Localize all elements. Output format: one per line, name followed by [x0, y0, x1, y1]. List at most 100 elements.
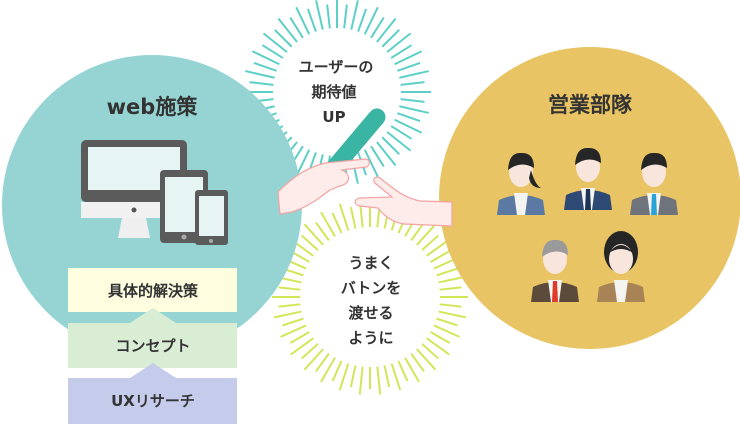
- burst-ray: [363, 149, 379, 178]
- person-icon: [497, 152, 545, 215]
- burst-ray: [436, 267, 458, 277]
- burst-ray: [394, 118, 423, 134]
- burst-ray: [438, 310, 467, 319]
- burst-ray: [394, 50, 423, 66]
- receiving-hand-icon: [354, 176, 453, 227]
- burst-ray: [315, 221, 330, 241]
- burst-ray: [376, 141, 397, 167]
- burst-ray: [416, 348, 437, 371]
- burst-ray: [421, 234, 440, 251]
- burst-ray: [261, 44, 284, 59]
- burst-ray: [358, 366, 364, 395]
- burst-ray: [381, 29, 400, 48]
- box-ux-research: [68, 363, 237, 424]
- burst-ray: [436, 317, 458, 327]
- stack-label-solution: 具体的解決策: [108, 282, 199, 300]
- burst-ray: [300, 234, 319, 251]
- burst-ray: [277, 17, 298, 43]
- passing-hand-icon: [277, 158, 370, 215]
- burst-ray: [306, 8, 317, 32]
- burst-ray: [370, 16, 385, 39]
- burst-ray: [280, 324, 307, 338]
- burst-ray: [383, 365, 391, 388]
- burst-ray: [245, 70, 275, 79]
- burst-ray: [399, 70, 429, 79]
- burst-ray: [326, 4, 331, 29]
- stack-label-ux-research: UXリサーチ: [111, 392, 195, 410]
- burst-ray: [421, 343, 440, 360]
- burst-bottom-line-2: バトンを: [341, 279, 401, 297]
- burst-ray: [274, 29, 293, 48]
- burst-ray: [410, 353, 425, 373]
- burst-ray: [320, 211, 336, 237]
- burst-ray: [253, 61, 277, 72]
- person-icon: [630, 152, 678, 215]
- burst-top-line-3: UP: [322, 108, 345, 126]
- burst-ray: [278, 303, 301, 308]
- burst-ray: [430, 250, 451, 263]
- burst-ray: [376, 366, 382, 395]
- burst-ray: [433, 324, 460, 338]
- burst-ray: [400, 81, 425, 86]
- burst-ray: [399, 105, 429, 114]
- burst-ray: [416, 223, 437, 246]
- burst-ray: [331, 212, 343, 234]
- burst-ray: [303, 348, 324, 371]
- burst-ray: [350, 0, 359, 30]
- burst-ray: [438, 275, 467, 284]
- burst-ray: [338, 203, 350, 231]
- burst-ray: [386, 32, 412, 53]
- burst-ray: [295, 6, 311, 35]
- burst-ray: [381, 136, 400, 155]
- burst-ray: [386, 131, 412, 152]
- burst-ray: [290, 337, 314, 356]
- burst-ray: [404, 357, 420, 383]
- burst-ray: [338, 363, 350, 391]
- burst-ray: [430, 331, 451, 344]
- burst-ray: [343, 4, 348, 29]
- burst-ray: [426, 337, 450, 356]
- burst-ray: [320, 357, 336, 383]
- burst-ray: [331, 360, 343, 382]
- burst-ray: [390, 44, 413, 59]
- box-solution: [68, 268, 237, 312]
- burst-ray: [390, 363, 402, 391]
- devices-icon: [81, 140, 228, 245]
- burst-rays-bottom: [272, 199, 468, 395]
- burst-ray: [397, 360, 409, 382]
- burst-ray: [357, 8, 368, 32]
- burst-ray: [295, 149, 311, 178]
- burst-ray: [278, 286, 301, 291]
- burst-ray: [315, 353, 330, 373]
- box-concept: [68, 308, 237, 368]
- burst-ray: [249, 81, 274, 86]
- burst-ray: [273, 310, 302, 319]
- burst-ray: [349, 365, 357, 388]
- web-circle-title: web施策: [107, 95, 199, 119]
- burst-top-line-1: ユーザーの: [299, 58, 374, 76]
- burst-ray: [303, 223, 324, 246]
- sales-team-people: [497, 147, 678, 302]
- burst-ray: [370, 145, 385, 168]
- burst-ray: [349, 206, 357, 229]
- burst-bottom-line-3: 渡せる: [348, 304, 393, 322]
- person-icon: [564, 147, 612, 210]
- person-icon: [597, 231, 645, 302]
- burst-bottom-line-4: ように: [348, 329, 393, 347]
- burst-ray: [439, 303, 462, 308]
- burst-ray: [315, 0, 324, 30]
- burst-ray: [426, 238, 450, 257]
- sales-circle-title: 営業部隊: [548, 93, 633, 117]
- person-icon: [531, 239, 579, 302]
- burst-ray: [251, 50, 280, 66]
- burst-ray: [363, 6, 379, 35]
- burst-ray: [300, 343, 319, 360]
- burst-ray: [289, 16, 304, 39]
- burst-ray: [262, 32, 288, 53]
- burst-ray: [289, 331, 310, 344]
- stack-label-concept: コンセプト: [115, 337, 190, 355]
- burst-ray: [439, 286, 462, 291]
- burst-ray: [400, 98, 425, 103]
